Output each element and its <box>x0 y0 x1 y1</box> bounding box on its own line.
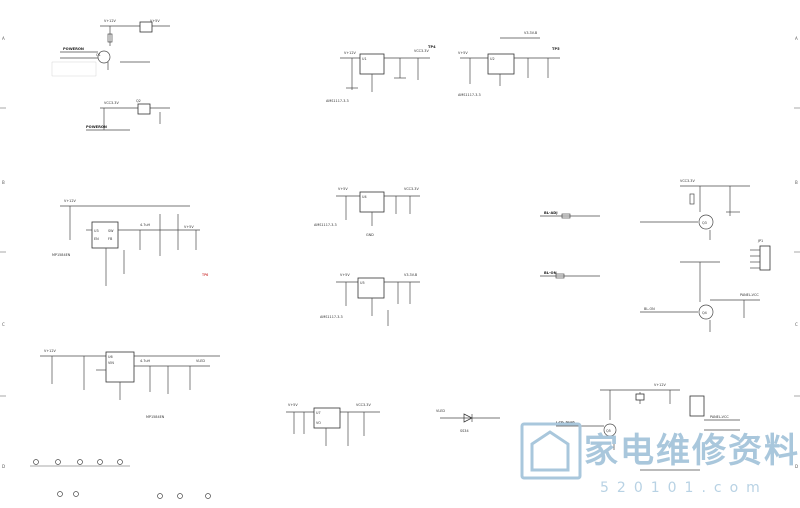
row-label-d-right: D <box>795 464 798 469</box>
u7-label: U7 <box>316 411 321 415</box>
u6-vin-pin: VIN <box>108 361 114 365</box>
watermark-url: 520101.com <box>600 480 768 496</box>
q2-label: Q2 <box>136 99 141 103</box>
u7-vout-net: VCC3.3V <box>356 403 371 407</box>
u3-label: U3 <box>94 229 99 233</box>
row-label-d: D <box>2 464 5 469</box>
q3-vcc-net: VCC3.3V <box>680 179 695 183</box>
ldo-block-u7: U7 VO V+5V VCC3.3V <box>286 403 380 446</box>
power-on-label-2: POWERON <box>86 125 107 129</box>
power-switch-block-2: POWERON VCC3.3V Q2 <box>86 99 170 131</box>
power-switch-block-1: V+12V V+5V POWERON Q1 <box>51 19 170 77</box>
transistor-block-q5: Q5 LCD-PWR V+12V PANEL-VCC <box>556 383 740 471</box>
row-label-b: B <box>2 180 5 185</box>
vcc-label-2: VCC3.3V <box>104 101 119 105</box>
bl-adj-label: BL-ADJ <box>544 211 558 215</box>
v5-label-1: V+5V <box>150 19 160 23</box>
q5-vcc-net: V+12V <box>654 383 666 387</box>
u3-part: MP1584EN <box>52 253 71 257</box>
u3-vin-net: V+12V <box>64 199 76 203</box>
u2-vin-net: V+5V <box>458 51 468 55</box>
power-on-label: POWERON <box>63 47 84 51</box>
u5-part: AMS1117-3.3 <box>320 315 343 319</box>
u3-note: TP6 <box>201 273 208 277</box>
u2-part: AMS1117-3.3 <box>458 93 481 97</box>
bl-on-label: BL-ON <box>544 271 557 275</box>
q5-out-net: PANEL-VCC <box>710 415 729 419</box>
u2-vout-net: V3.3V-B <box>524 31 538 35</box>
watermark-title: 家电维修资料网 <box>584 431 800 471</box>
diode-part: SS34 <box>460 429 469 433</box>
connector-jp1: JP1 <box>750 239 771 271</box>
q4-label: Q4 <box>702 311 707 315</box>
u6-part: MP1584EN <box>146 415 165 419</box>
tp5-label: TP5 <box>552 47 560 51</box>
tp4-label: TP4 <box>428 45 436 49</box>
row-label-a: A <box>2 36 5 41</box>
row-label-c: C <box>2 322 5 327</box>
u1-vin-net: V+12V <box>344 51 356 55</box>
q1-label: Q1 <box>96 53 101 57</box>
u1-label: U1 <box>362 57 367 61</box>
ldo-block-u5: U5 V+5V V3.3V-B AMS1117-3.3 <box>320 273 420 326</box>
transistor-block-q4: Q4 PANEL-VCC BL-ON <box>640 261 760 332</box>
q4-out-net: PANEL-VCC <box>740 293 759 297</box>
u5-vout-net: V3.3V-B <box>404 273 418 277</box>
backlight-control-block: BL-ADJ BL-ON <box>540 211 600 279</box>
u1-part: AMS1117-3.3 <box>326 99 349 103</box>
u7-vo-pin: VO <box>316 421 321 425</box>
u6-out-net: VLED <box>196 359 205 363</box>
row-label-c-right: C <box>795 322 798 327</box>
buck-block-u3: U3 EN SW FB V+12V V+5V 4.7uH MP1584EN TP… <box>52 199 208 286</box>
row-label-a-right: A <box>795 36 798 41</box>
ldo-block-u1: U1 V+12V VCC3.3V AMS1117-3.3 TP4 <box>326 45 436 103</box>
u6-vin-net: V+12V <box>44 349 56 353</box>
u3-sw-pin: SW <box>108 229 114 233</box>
diode-in-net: VLED <box>436 409 445 413</box>
u4-vin-net: V+5V <box>338 187 348 191</box>
u3-vout-net: V+5V <box>184 225 194 229</box>
q5-label: Q5 <box>606 429 611 433</box>
u4-vout-net: VCC3.3V <box>404 187 419 191</box>
q4-in-net: BL-ON <box>644 307 655 311</box>
test-pad-row <box>30 459 211 499</box>
site-watermark: 家电维修资料网 520101.com <box>520 422 800 496</box>
jp1-label: JP1 <box>757 239 763 243</box>
sheet-frame: A B C D A B C D <box>0 36 800 469</box>
q3-label: Q3 <box>702 221 707 225</box>
u6-inductor: 4.7uH <box>140 359 151 363</box>
u5-vin-net: V+5V <box>340 273 350 277</box>
u2-label: U2 <box>490 57 495 61</box>
u3-inductor: 4.7uH <box>140 223 151 227</box>
u3-en-pin: EN <box>94 237 99 241</box>
u7-vin-net: V+5V <box>288 403 298 407</box>
u4-label: U4 <box>362 195 367 199</box>
ldo-block-u2: U2 V+5V V3.3V-B AMS1117-3.3 TP5 <box>458 31 560 97</box>
u4-part: AMS1117-3.3 <box>314 223 337 227</box>
u4-gnd: GND <box>366 233 374 237</box>
u6-label: U6 <box>108 355 113 359</box>
diode-block: SS34 VLED <box>436 409 500 433</box>
u3-fb-pin: FB <box>108 237 113 241</box>
ldo-block-u4: U4 V+5V VCC3.3V AMS1117-3.3 GND <box>314 187 420 237</box>
vin-label-1: V+12V <box>104 19 116 23</box>
u1-vout-net: VCC3.3V <box>414 49 429 53</box>
buck-block-u6: U6 VIN V+12V 4.7uH VLED MP1584EN <box>40 349 220 419</box>
row-label-b-right: B <box>795 180 798 185</box>
u5-label: U5 <box>360 281 365 285</box>
transistor-block-q3: Q3 VCC3.3V <box>640 179 750 240</box>
